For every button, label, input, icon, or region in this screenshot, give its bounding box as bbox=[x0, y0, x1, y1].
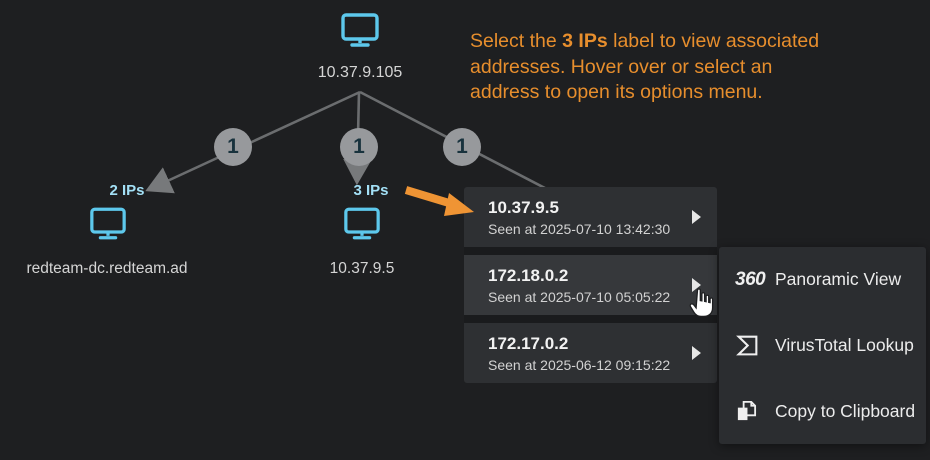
edge-count-badge: 1 bbox=[443, 128, 481, 166]
monitor-icon bbox=[341, 13, 379, 47]
address-ip: 10.37.9.5 bbox=[488, 197, 559, 217]
menu-item-copy-to-clipboard[interactable]: Copy to Clipboard bbox=[719, 378, 926, 444]
address-row-10-37-9-5[interactable]: 10.37.9.5 Seen at 2025-07-10 13:42:30 bbox=[464, 187, 717, 247]
edge-count-badge: 1 bbox=[214, 128, 252, 166]
host-node-icon[interactable] bbox=[89, 206, 127, 246]
360-icon: 360 bbox=[735, 268, 766, 290]
instruction-text: Select the 3 IPs label to view associate… bbox=[470, 29, 930, 106]
chevron-right-icon bbox=[692, 278, 701, 292]
menu-item-panoramic-view[interactable]: 360 Panoramic View bbox=[735, 268, 902, 290]
address-options-menu: 360 Panoramic View VirusTotal Lookup Cop… bbox=[719, 247, 926, 444]
address-seen-timestamp: Seen at 2025-07-10 13:42:30 bbox=[488, 220, 671, 237]
ips-count-label-3ips[interactable]: 3 IPs bbox=[353, 182, 389, 199]
host-node-icon[interactable] bbox=[343, 206, 381, 246]
menu-item-virustotal-lookup[interactable]: VirusTotal Lookup bbox=[719, 313, 926, 379]
virustotal-icon bbox=[735, 333, 771, 358]
chevron-right-icon bbox=[692, 210, 701, 224]
monitor-icon bbox=[90, 207, 126, 240]
address-row-172-18-0-2[interactable]: 172.18.0.2 Seen at 2025-07-10 05:05:22 bbox=[464, 255, 717, 315]
ips-count-label-2ips[interactable]: 2 IPs bbox=[109, 182, 145, 199]
instruction-line-3: address to open its options menu. bbox=[470, 81, 763, 103]
edge-root-to-redteam-dc bbox=[145, 90, 361, 194]
monitor-icon bbox=[344, 207, 380, 240]
instruction-line-1: Select the 3 IPs label to view associate… bbox=[470, 30, 820, 52]
address-row-172-17-0-2[interactable]: 172.17.0.2 Seen at 2025-06-12 09:15:22 bbox=[464, 323, 717, 383]
copy-icon bbox=[735, 399, 771, 423]
instruction-line-2: addresses. Hover over or select an bbox=[470, 55, 773, 78]
address-seen-timestamp: Seen at 2025-06-12 09:15:22 bbox=[488, 356, 671, 373]
chevron-right-icon bbox=[692, 346, 701, 360]
address-ip: 172.18.0.2 bbox=[488, 265, 569, 285]
host-node-icon[interactable] bbox=[340, 12, 380, 53]
address-dropdown-menu: 10.37.9.5 Seen at 2025-07-10 13:42:30 17… bbox=[464, 187, 717, 383]
edge-count-badge: 1 bbox=[340, 128, 378, 166]
node-label-redteam-dc: redteam-dc.redteam.ad bbox=[26, 260, 188, 277]
address-seen-timestamp: Seen at 2025-07-10 05:05:22 bbox=[488, 288, 671, 305]
node-label-10-37-9-5: 10.37.9.5 bbox=[329, 260, 395, 277]
root-node-label: 10.37.9.105 bbox=[317, 64, 403, 81]
address-ip: 172.17.0.2 bbox=[488, 333, 569, 353]
